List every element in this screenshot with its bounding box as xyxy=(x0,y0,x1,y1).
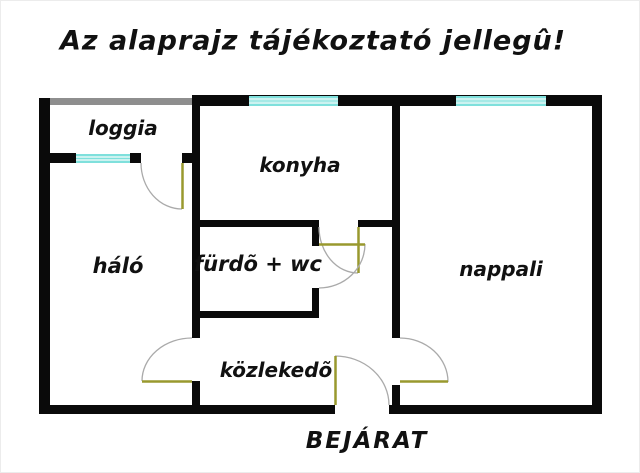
room-label-konyha: konyha xyxy=(259,153,341,177)
nappali-window xyxy=(456,96,546,106)
plan-title: Az alaprajz tájékoztató jellegû! xyxy=(59,25,567,57)
wall-loggia-bottom-c xyxy=(182,153,200,163)
room-label-nappali: nappali xyxy=(459,257,543,281)
entrance-label: BEJÁRAT xyxy=(305,428,429,454)
wall-bottom-right xyxy=(389,405,602,414)
wall-furdo-bottom xyxy=(192,311,319,318)
wall-halo-divider-stub xyxy=(192,381,200,405)
loggia-door-arc xyxy=(140,162,183,210)
wall-furdo-right-lower xyxy=(312,288,319,318)
room-label-halo: háló xyxy=(92,254,144,278)
wall-nappali-divider-stub xyxy=(392,385,400,405)
loggia-edge-wall xyxy=(45,98,197,105)
loggia-window xyxy=(76,154,130,163)
entrance-door-arc xyxy=(334,355,390,406)
konyha-window xyxy=(249,96,338,106)
wall-furdo-right-upper xyxy=(312,220,319,246)
wall-konyha-bottom xyxy=(358,220,400,227)
wall-nappali-divider xyxy=(392,95,400,338)
halo-door-arc xyxy=(141,337,193,382)
wall-right xyxy=(592,95,602,413)
konyha-door-arc xyxy=(318,226,359,274)
wall-halo-divider xyxy=(192,98,200,338)
wall-loggia-bottom-a xyxy=(50,153,76,163)
room-label-furdo: fürdõ + wc xyxy=(194,252,322,276)
nappali-door-arc xyxy=(399,337,449,383)
furdo-door-arc xyxy=(318,243,366,289)
room-label-kozlekedo: közlekedõ xyxy=(219,358,333,382)
room-label-loggia: loggia xyxy=(88,116,158,140)
wall-loggia-bottom-b xyxy=(130,153,141,163)
wall-furdo-top xyxy=(192,220,319,227)
wall-left xyxy=(39,98,50,413)
wall-bottom-left xyxy=(39,405,335,414)
